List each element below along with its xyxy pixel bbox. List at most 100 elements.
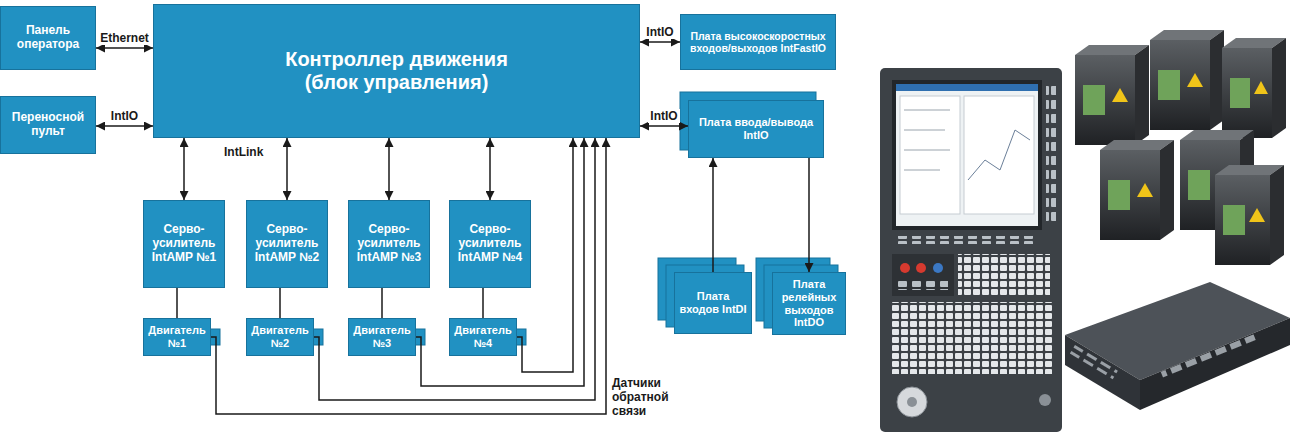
connector — [416, 138, 584, 386]
drawing-part — [916, 263, 926, 273]
drawing-part — [1160, 333, 1256, 380]
connector — [388, 138, 390, 200]
drawing-part — [904, 110, 950, 111]
box-label: Двигатель №3 — [352, 324, 412, 349]
operator-panel-box: Панель оператора — [0, 6, 96, 70]
connector — [640, 125, 688, 127]
bus-label: IntIO — [644, 25, 675, 39]
box-label: Двигатель №2 — [250, 324, 310, 349]
drawing-part — [1150, 40, 1210, 130]
drawing-part — [1222, 48, 1272, 138]
drawing-part — [1046, 84, 1056, 224]
connector — [96, 125, 153, 127]
connector — [314, 138, 595, 400]
drawing-part — [896, 84, 1038, 91]
drawing-part — [1070, 345, 1118, 379]
drawing-part — [1065, 335, 1140, 410]
portable-pendant-box: Переносной пульт — [0, 96, 96, 154]
drawing-part — [900, 263, 910, 273]
servo-amplifier-box: Серво- усилитель IntAMP №1 — [143, 200, 225, 288]
servo-amplifier — [1075, 45, 1149, 145]
drawing-part — [904, 170, 940, 171]
servo-amplifier — [1100, 140, 1174, 240]
box-label: Серво- усилитель IntAMP №2 — [250, 223, 324, 264]
drawing-part — [1210, 30, 1224, 130]
drawing-part — [892, 80, 1042, 230]
motor-box: Двигатель №4 — [449, 318, 517, 356]
servo-amplifier-box: Серво- усилитель IntAMP №3 — [348, 200, 430, 288]
drawing-part — [933, 263, 943, 273]
drawing-part — [964, 96, 1034, 214]
connector — [176, 288, 178, 318]
connector — [183, 138, 185, 200]
box-label: Переносной пульт — [4, 111, 92, 139]
servo-amplifier-box: Серво- усилитель IntAMP №2 — [246, 200, 328, 288]
drawing-part — [1135, 45, 1149, 145]
drawing-part — [904, 150, 950, 151]
controller-title: Контроллер движения (блок управления) — [272, 48, 522, 94]
drawing-part — [1223, 205, 1245, 235]
motion-controller-unit — [1065, 282, 1290, 410]
input-board-box: Плата входов IntDI — [674, 272, 752, 334]
connector — [640, 41, 680, 43]
drawing-part — [892, 302, 1052, 374]
drawing-part — [1039, 394, 1051, 406]
drawing-part — [1065, 282, 1290, 380]
drawing-part — [880, 68, 1062, 432]
drawing-part — [897, 387, 927, 417]
box-label: Двигатель №1 — [147, 324, 207, 349]
drawing-part — [1075, 55, 1135, 145]
box-label: Плата входов IntDI — [678, 290, 748, 315]
connector — [279, 288, 281, 318]
drawing-part — [900, 96, 960, 214]
motor-box: Двигатель №2 — [246, 318, 314, 356]
connector — [381, 288, 383, 318]
drawing-part — [1100, 150, 1160, 240]
servo-amplifier-box: Серво- усилитель IntAMP №4 — [449, 200, 531, 288]
connector — [211, 138, 606, 414]
motor-box: Двигатель №1 — [143, 318, 211, 356]
drawing-part — [1187, 73, 1203, 87]
drawing-part — [1083, 85, 1105, 115]
drawing-part — [1215, 175, 1270, 265]
io-board-box: Плата ввода/вывода IntIO — [688, 100, 824, 158]
connector — [489, 138, 491, 200]
box-label: Плата высокоскоростных входов/выходов In… — [684, 30, 832, 54]
box-label: Серво- усилитель IntAMP №3 — [352, 223, 426, 264]
drawing-part — [1112, 88, 1128, 102]
bus-label: IntLink — [222, 145, 265, 159]
drawing-part — [1158, 70, 1180, 100]
connector — [96, 47, 153, 49]
bus-label: IntIO — [648, 109, 679, 123]
drawing-part — [1254, 81, 1268, 94]
relay-output-board-box: Плата релейных выходов IntDO — [772, 272, 846, 335]
drawing-part — [892, 254, 954, 296]
motor-box: Двигатель №3 — [348, 318, 416, 356]
cnc-operator-panel — [880, 68, 1062, 432]
connector — [712, 158, 714, 272]
motion-controller-box: Контроллер движения (блок управления) — [153, 4, 640, 138]
drawing-part — [1188, 170, 1210, 200]
box-label: Двигатель №4 — [453, 324, 513, 349]
drawing-part — [1140, 318, 1290, 410]
drawing-part — [1272, 38, 1286, 138]
bus-label: IntIO — [109, 109, 140, 123]
servo-amplifier — [1222, 38, 1286, 138]
connector — [286, 138, 288, 200]
box-label: Плата ввода/вывода IntIO — [692, 116, 820, 141]
box-label: Серво- усилитель IntAMP №1 — [147, 223, 221, 264]
connector — [808, 158, 810, 272]
drawing-part — [896, 236, 1038, 244]
drawing-part — [1108, 180, 1130, 210]
box-label: Панель оператора — [4, 24, 92, 52]
servo-amplifier — [1150, 30, 1224, 130]
drawing-part — [907, 397, 917, 407]
drawing-part — [904, 130, 945, 131]
drawing-part — [1249, 208, 1265, 222]
servo-amplifier — [1215, 165, 1284, 265]
drawing-part — [896, 84, 1038, 226]
box-label: Серво- усилитель IntAMP №4 — [453, 223, 527, 264]
box-label: Плата релейных выходов IntDO — [776, 278, 842, 329]
bus-label: Ethernet — [98, 31, 151, 45]
drawing-part — [1160, 140, 1174, 240]
